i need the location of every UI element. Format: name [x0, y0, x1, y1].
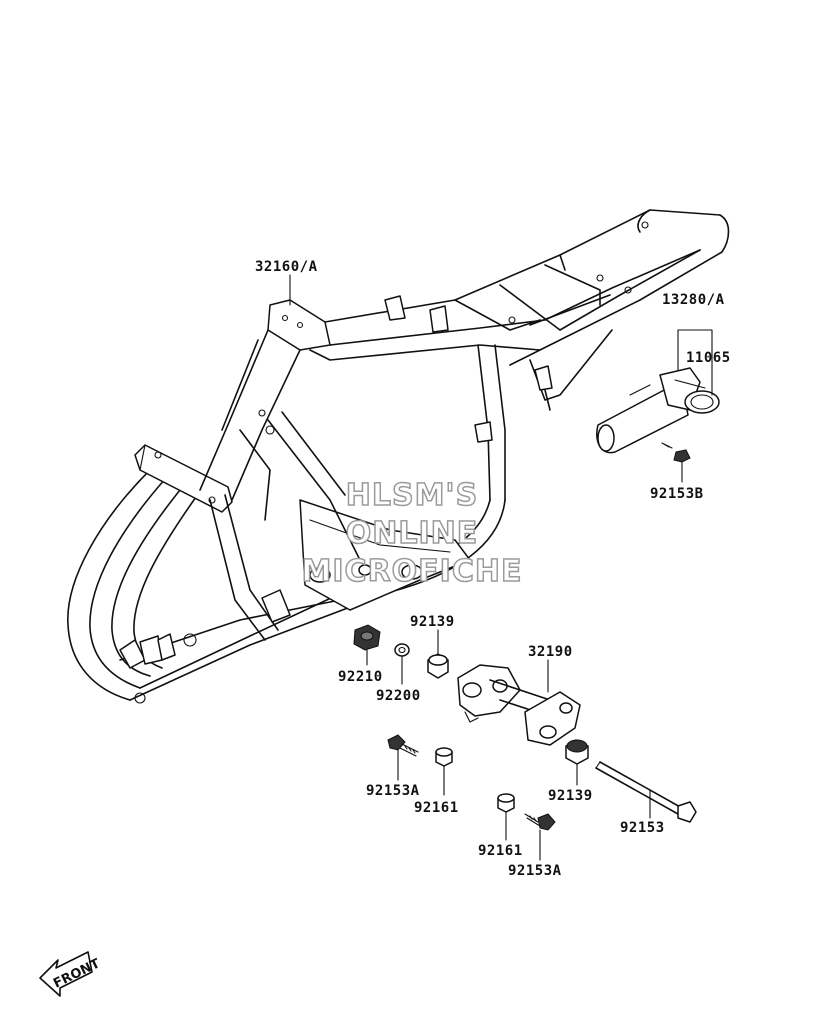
leader-lines [289, 274, 713, 861]
frame-drawing [67, 209, 730, 704]
callout-bolt-lower[interactable]: 92153A [508, 863, 562, 879]
callout-bolt-left[interactable]: 92153A [366, 783, 420, 799]
callout-collar-lower[interactable]: 92161 [478, 843, 523, 859]
front-direction-marker: FRONT [39, 951, 103, 997]
watermark-line-3: MICROFICHE [302, 554, 523, 589]
callout-starter-assy[interactable]: 13280/A [662, 292, 725, 308]
engine-bracket-drawing [457, 664, 581, 746]
watermark: HLSM'S ONLINE MICROFICHE [301, 477, 523, 590]
callout-bush-lower[interactable]: 92139 [548, 788, 593, 804]
watermark-line-2: ONLINE [346, 516, 479, 551]
callout-engine-bracket[interactable]: 32190 [528, 644, 573, 660]
callout-washer[interactable]: 92200 [376, 688, 421, 704]
callout-nut[interactable]: 92210 [338, 669, 383, 685]
callout-bush-upper[interactable]: 92139 [410, 614, 455, 630]
callout-starter-bolt[interactable]: 92153B [650, 486, 704, 502]
callout-long-bolt[interactable]: 92153 [620, 820, 665, 836]
callout-labels: 32160/A 13280/A 11065 92153B 92210 92200… [255, 259, 731, 879]
hardware-drawing [353, 624, 697, 831]
front-arrow-icon [39, 951, 93, 997]
callout-collar-left[interactable]: 92161 [414, 800, 459, 816]
callout-starter-cover[interactable]: 11065 [686, 350, 731, 366]
watermark-line-1: HLSM'S [346, 478, 478, 513]
starter-motor-drawing [596, 367, 720, 463]
callout-frame[interactable]: 32160/A [255, 259, 318, 275]
